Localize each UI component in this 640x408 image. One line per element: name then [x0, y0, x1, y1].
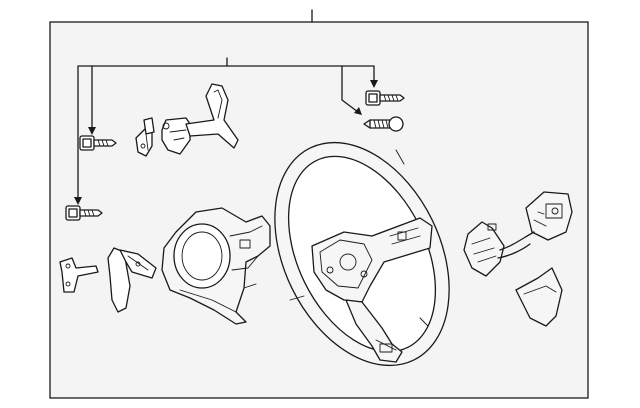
steering-wheel-assembly — [274, 141, 450, 367]
control-switch — [525, 191, 573, 241]
screw-right — [363, 116, 404, 132]
switch-harness — [463, 221, 535, 277]
mounting-clip — [135, 117, 155, 157]
callout-lines — [74, 57, 378, 205]
bolt-right-upper — [365, 90, 405, 106]
paddle-shifter — [107, 247, 157, 313]
t-handle-bracket — [161, 83, 239, 155]
bolt-left-upper — [79, 135, 117, 151]
bolt-left-lower — [65, 205, 103, 221]
shroud-bracket — [161, 207, 271, 325]
trim-cover — [515, 267, 563, 327]
paddle-shifter-bracket — [59, 257, 99, 293]
